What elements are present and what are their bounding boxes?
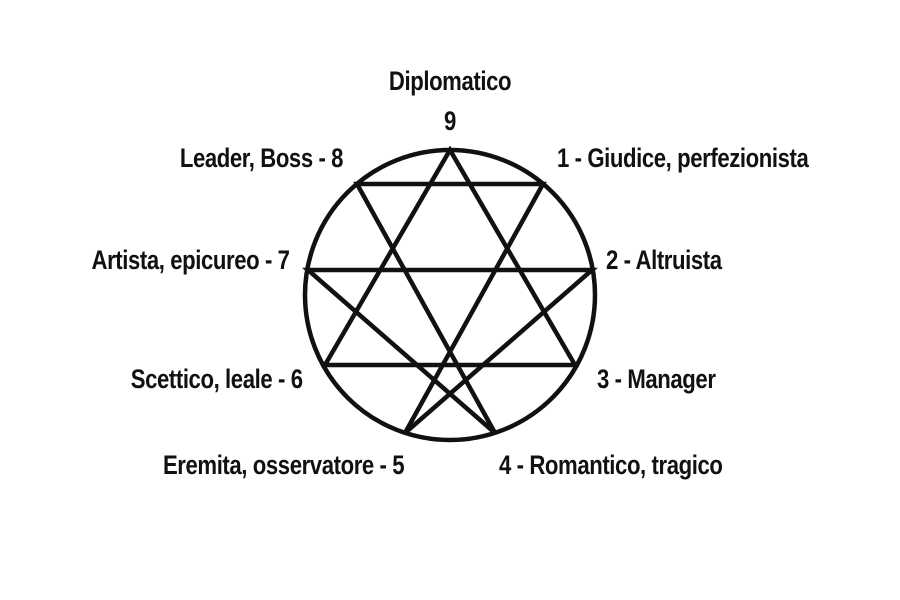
hexad-1-4-2-8-5-7 (301, 181, 599, 435)
point-2-label: 2 - Altruista (606, 245, 722, 275)
point-9-title: Diplomatico (388, 66, 512, 96)
point-9-number: 9 (444, 106, 456, 136)
triangle-3-6-9 (321, 145, 579, 368)
point-7-label: Artista, epicureo - 7 (91, 245, 291, 275)
point-8-label: Leader, Boss - 8 (179, 143, 344, 173)
point-1-label: 1 - Giudice, perfezionista (557, 143, 809, 173)
point-4-label: 4 - Romantico, tragico (499, 450, 723, 480)
point-5-label: Eremita, osservatore - 5 (162, 450, 405, 480)
point-6-label: Scettico, leale - 6 (131, 364, 303, 394)
point-3-label: 3 - Manager (597, 364, 716, 394)
